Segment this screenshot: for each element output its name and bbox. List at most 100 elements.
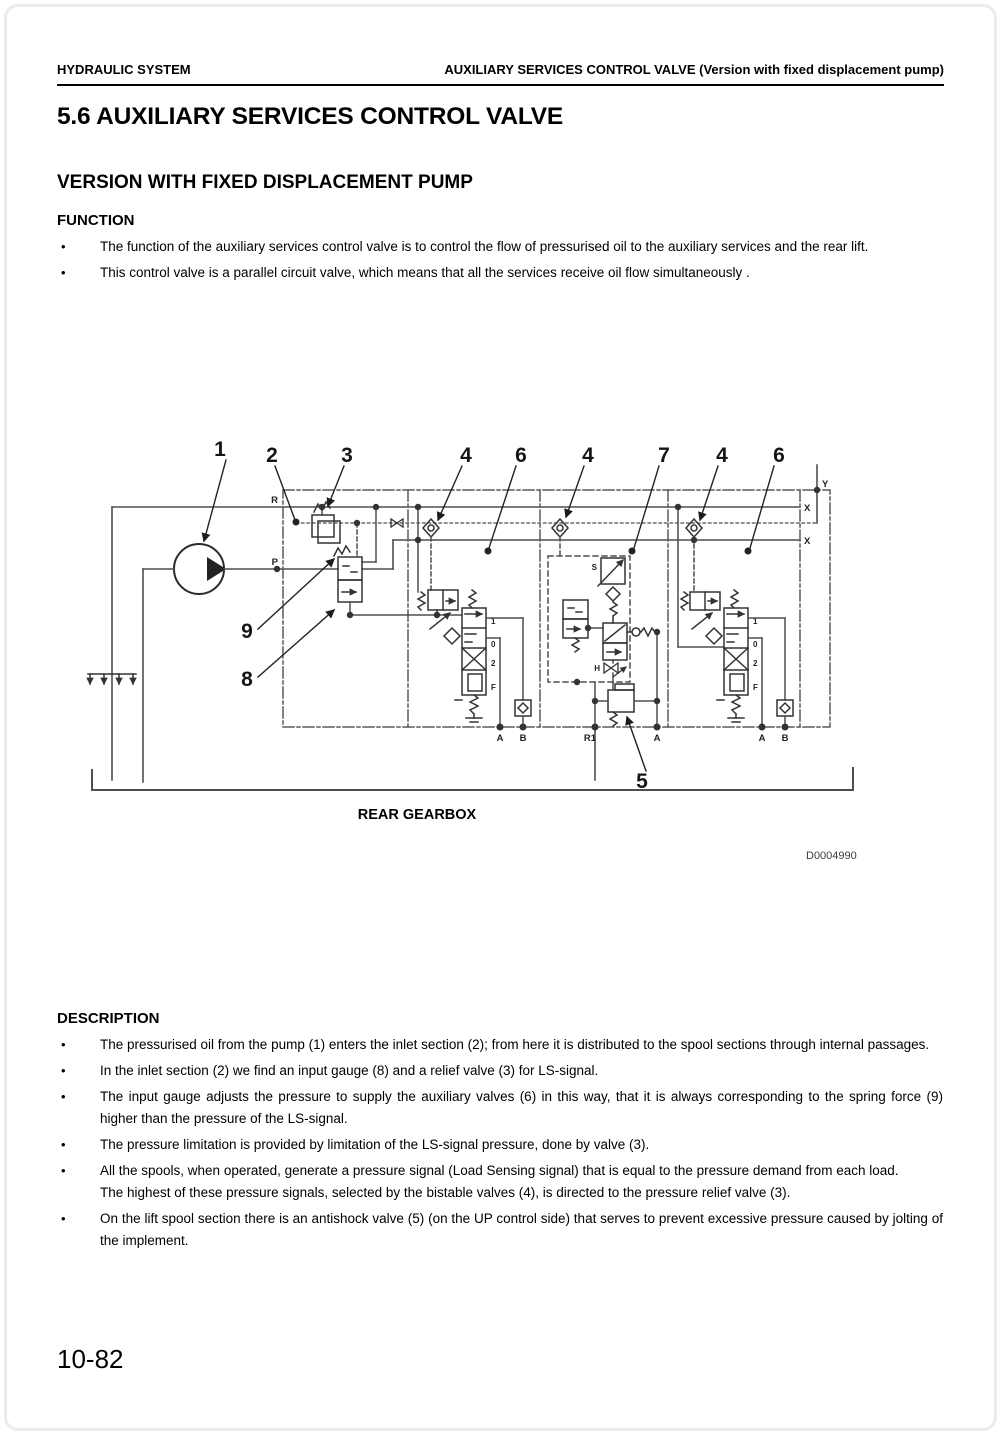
- bistable-valve-icon: [684, 517, 704, 539]
- list-item-text: On the lift spool section there is an an…: [100, 1211, 943, 1248]
- boundary-box: [282, 489, 831, 728]
- list-item-text: The pressure limitation is provided by l…: [100, 1137, 650, 1152]
- list-item-text: In the inlet section (2) we find an inpu…: [100, 1063, 599, 1078]
- list-item: • The pressurised oil from the pump (1) …: [57, 1034, 943, 1056]
- bullet-marker: •: [61, 1063, 66, 1078]
- callout-6b: 6: [773, 444, 785, 467]
- junction-dots: [273, 486, 821, 731]
- port-label-r1: R1: [584, 733, 597, 744]
- callout-2: 2: [266, 444, 278, 467]
- spool-section-1: 1 0 2 F A B: [416, 506, 532, 744]
- spool-pos-f: F: [491, 683, 496, 692]
- bullet-marker: •: [61, 1089, 66, 1104]
- spool-pos-1: 1: [753, 617, 758, 626]
- port-check-icon: [776, 699, 794, 717]
- list-item-continuation: The highest of these pressure signals, s…: [100, 1185, 791, 1200]
- spool-pos-2: 2: [491, 659, 496, 668]
- lift-spool-icon: [602, 622, 628, 661]
- callout-4a: 4: [460, 444, 472, 467]
- description-heading: DESCRIPTION: [57, 1010, 160, 1027]
- spool-pos-1: 1: [491, 617, 496, 626]
- port-label-a1: A: [497, 733, 504, 744]
- bullet-marker: •: [61, 1163, 66, 1178]
- bistable-valve-icon: [421, 517, 441, 539]
- drain-arrows-icon: [86, 673, 137, 686]
- ls-restrictor-icon: [390, 517, 404, 529]
- callout-8: 8: [241, 668, 253, 691]
- function-heading: FUNCTION: [57, 212, 135, 229]
- list-item-text: The input gauge adjusts the pressure to …: [100, 1089, 943, 1126]
- check-spring-icon: [626, 626, 657, 638]
- list-item-text: The pressurised oil from the pump (1) en…: [100, 1037, 930, 1052]
- bullet-marker: •: [61, 265, 66, 280]
- hydraulic-schematic: R P Y X X: [86, 438, 857, 862]
- reducing-valve-icon: [679, 588, 740, 646]
- pump-symbol: [142, 543, 278, 595]
- port-check-icon: [514, 699, 532, 717]
- port-label-b2: B: [782, 733, 789, 744]
- figure-code: D0004990: [806, 850, 857, 862]
- port-label-r: R: [271, 495, 278, 506]
- spool-pos-0: 0: [491, 640, 496, 649]
- page-header: HYDRAULIC SYSTEM AUXILIARY SERVICES CONT…: [57, 62, 944, 77]
- spool-pos-0: 0: [753, 640, 758, 649]
- lift-compensator-icon: [562, 599, 604, 654]
- list-item-text: All the spools, when operated, generate …: [100, 1163, 899, 1178]
- valve-letter-s: S: [592, 563, 598, 572]
- function-list: • The function of the auxiliary services…: [57, 236, 943, 288]
- hydraulic-schematic-figure: R P Y X X: [85, 425, 965, 880]
- valve-h-icon: [603, 659, 627, 691]
- port-label-b1: B: [520, 733, 527, 744]
- callout-7: 7: [658, 444, 670, 467]
- bistable-valve-icon: [550, 517, 570, 539]
- list-item: • The function of the auxiliary services…: [57, 236, 943, 258]
- spool-pos-f: F: [753, 683, 758, 692]
- callout-1: 1: [214, 438, 226, 461]
- bullet-marker: •: [61, 1211, 66, 1226]
- port-label-p: P: [272, 557, 279, 568]
- description-list: • The pressurised oil from the pump (1) …: [57, 1034, 943, 1256]
- reducing-valve-icon: [416, 588, 478, 646]
- header-rule: [57, 84, 944, 86]
- header-right: AUXILIARY SERVICES CONTROL VALVE (Versio…: [444, 62, 944, 77]
- callout-3: 3: [341, 444, 353, 467]
- list-item: • In the inlet section (2) we find an in…: [57, 1060, 943, 1082]
- list-item: • On the lift spool section there is an …: [57, 1208, 943, 1252]
- list-item: • This control valve is a parallel circu…: [57, 262, 943, 284]
- spool-pos-2: 2: [753, 659, 758, 668]
- port-label-a3: A: [759, 733, 766, 744]
- page-title: 5.6 AUXILIARY SERVICES CONTROL VALVE: [57, 103, 564, 130]
- port-label-x-mid: X: [804, 536, 811, 547]
- list-item: • All the spools, when operated, generat…: [57, 1160, 943, 1204]
- pressure-compensator-symbol: [332, 506, 463, 616]
- callout-6a: 6: [515, 444, 527, 467]
- page-number: 10-82: [57, 1344, 124, 1374]
- list-item-group: All the spools, when operated, generate …: [100, 1160, 943, 1204]
- port-label-y: Y: [822, 479, 829, 490]
- main-spool-icon: [716, 607, 750, 723]
- diagram-caption: REAR GEARBOX: [358, 807, 477, 823]
- valve-letter-h: H: [594, 664, 600, 673]
- port-label-a2: A: [654, 733, 661, 744]
- bullet-marker: •: [61, 1037, 66, 1052]
- list-item-text: This control valve is a parallel circuit…: [100, 265, 750, 280]
- tank-line: [91, 506, 854, 791]
- callout-9: 9: [241, 620, 253, 643]
- section-subtitle: VERSION WITH FIXED DISPLACEMENT PUMP: [57, 172, 473, 193]
- list-item: • The pressure limitation is provided by…: [57, 1134, 943, 1156]
- header-left: HYDRAULIC SYSTEM: [57, 62, 191, 77]
- pilot-valve-s-icon: [596, 557, 626, 624]
- lift-spool-section: S H: [547, 517, 661, 744]
- port-label-x-top: X: [804, 503, 811, 514]
- bullet-marker: •: [61, 239, 66, 254]
- list-item: • The input gauge adjusts the pressure t…: [57, 1086, 943, 1130]
- main-spool-icon: [454, 607, 488, 723]
- list-item-text: The function of the auxiliary services c…: [100, 239, 869, 254]
- callout-4c: 4: [716, 444, 728, 467]
- callout-5: 5: [636, 770, 648, 793]
- callout-4b: 4: [582, 444, 594, 467]
- antishock-valve-symbol: [594, 683, 658, 728]
- bullet-marker: •: [61, 1137, 66, 1152]
- callout-leaders: [201, 459, 775, 772]
- spool-section-2: 1 0 2 F A B: [677, 506, 794, 744]
